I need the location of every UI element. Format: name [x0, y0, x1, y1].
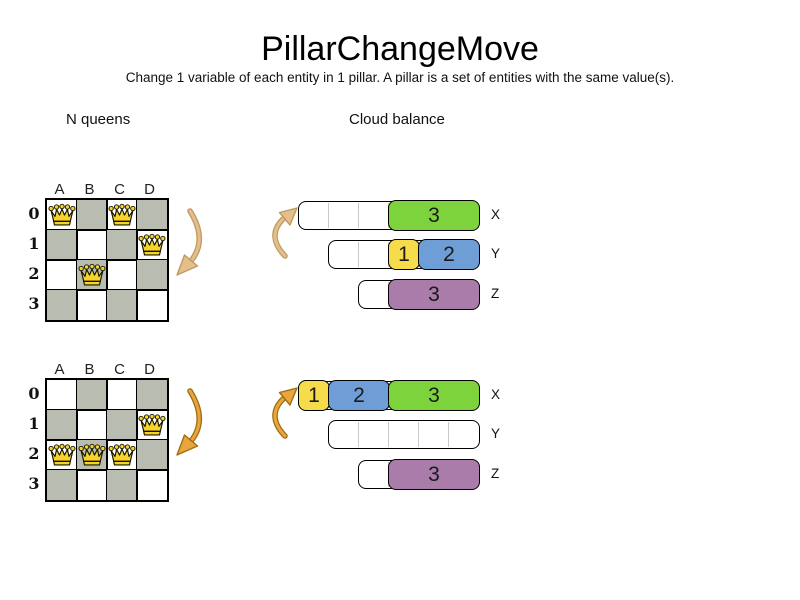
column-header: D — [144, 361, 156, 378]
board-cell — [76, 439, 108, 471]
bar-label: Y — [491, 246, 501, 261]
column-header: A — [54, 181, 66, 198]
bar-unit-divider — [418, 422, 419, 447]
board-cell — [136, 199, 168, 231]
board-cell — [136, 469, 168, 501]
board-cell — [136, 439, 168, 471]
board-cell — [46, 199, 78, 231]
row-label: 0 — [28, 383, 40, 403]
bar-unit-divider — [328, 203, 329, 228]
bar-label: X — [491, 387, 501, 402]
column-header: C — [114, 361, 126, 378]
move-arrow-down-faded-icon — [173, 207, 215, 288]
bar-unit-divider — [388, 422, 389, 447]
bar-label: Z — [491, 466, 500, 481]
column-header: A — [54, 361, 66, 378]
bar-unit-divider — [448, 422, 449, 447]
chess-board — [45, 378, 169, 502]
computer-bar-x: 3 — [298, 200, 480, 231]
process-block: 1 — [298, 380, 330, 411]
board-cell — [106, 289, 138, 321]
bar-label: X — [491, 207, 501, 222]
move-arrow-up-faded-icon — [264, 205, 302, 266]
column-header: B — [84, 361, 96, 378]
board-cell — [46, 469, 78, 501]
process-block: 3 — [388, 200, 480, 231]
column-header: D — [144, 181, 156, 198]
board-cell — [106, 379, 138, 411]
board-cell — [106, 409, 138, 441]
section-label-cloud-balance: Cloud balance — [349, 111, 445, 128]
board-cell — [106, 199, 138, 231]
board-cell — [46, 259, 78, 291]
bar-label: Z — [491, 286, 500, 301]
process-block: 3 — [388, 380, 480, 411]
process-block: 3 — [388, 459, 480, 490]
page-title: PillarChangeMove — [261, 30, 539, 68]
board-cell — [136, 289, 168, 321]
board-cell — [46, 409, 78, 441]
board-cell — [46, 229, 78, 261]
move-arrow-up-strong-icon — [264, 385, 302, 446]
board-cell — [136, 259, 168, 291]
move-arrow-down-strong-icon — [173, 387, 215, 468]
column-header: C — [114, 181, 126, 198]
board-cell — [106, 259, 138, 291]
board-cell — [76, 259, 108, 291]
board-cell — [136, 229, 168, 261]
row-label: 3 — [28, 473, 40, 493]
process-block: 3 — [388, 279, 480, 310]
chess-board — [45, 198, 169, 322]
board-cell — [106, 229, 138, 261]
nqueens-board-after: A B C D 0 1 2 3 — [28, 361, 245, 502]
page-subtitle: Change 1 variable of each entity in 1 pi… — [125, 70, 675, 85]
board-cell — [46, 289, 78, 321]
bar-unit-divider — [358, 242, 359, 267]
bar-label: Y — [491, 426, 501, 441]
computer-bar-z: 3 — [358, 279, 480, 310]
row-label: 1 — [28, 233, 40, 253]
row-label: 2 — [28, 443, 40, 463]
board-cell — [76, 199, 108, 231]
computer-bar-z: 3 — [358, 459, 480, 490]
row-label: 3 — [28, 293, 40, 313]
row-label: 1 — [28, 413, 40, 433]
board-cell — [106, 469, 138, 501]
board-cell — [76, 289, 108, 321]
board-cell — [136, 409, 168, 441]
row-label: 0 — [28, 203, 40, 223]
board-cell — [76, 229, 108, 261]
board-cell — [46, 439, 78, 471]
computer-bar-y — [328, 420, 480, 449]
section-label-nqueens: N queens — [66, 111, 131, 128]
process-block: 1 — [388, 239, 420, 270]
board-cell — [106, 439, 138, 471]
board-cell — [76, 379, 108, 411]
board-cell — [76, 469, 108, 501]
row-label: 2 — [28, 263, 40, 283]
board-cell — [76, 409, 108, 441]
board-cell — [46, 379, 78, 411]
process-block: 2 — [418, 239, 480, 270]
bar-unit-divider — [358, 422, 359, 447]
process-block: 2 — [328, 380, 390, 411]
bar-unit-divider — [358, 203, 359, 228]
board-cell — [136, 379, 168, 411]
column-header: B — [84, 181, 96, 198]
nqueens-board-before: A B C D 0 1 2 3 — [28, 181, 245, 322]
